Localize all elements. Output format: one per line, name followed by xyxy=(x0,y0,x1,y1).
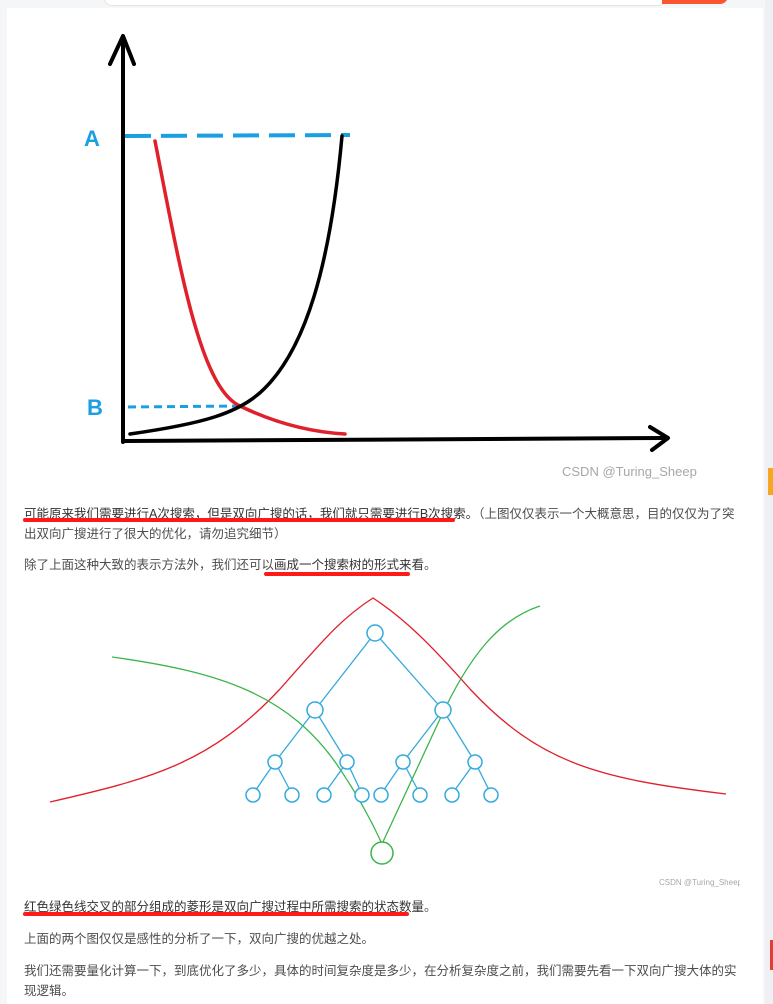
sidebar-tab-marker[interactable] xyxy=(768,468,773,495)
search-input[interactable] xyxy=(104,0,666,6)
tree-node-leaf xyxy=(316,787,332,803)
tree-node-leaf xyxy=(354,787,370,803)
tree-node-l2 xyxy=(339,754,355,770)
tree-node-leaf xyxy=(245,787,261,803)
tree-node-l1-left xyxy=(306,701,324,719)
target-node xyxy=(370,841,394,865)
tree-node-root xyxy=(366,624,384,642)
label-a: A xyxy=(84,126,100,151)
paragraph-3-highlight: 红色绿色线交叉的部分组成的菱形是双向广搜过程中所需搜索的状态数量 xyxy=(24,900,425,914)
red-decreasing-curve xyxy=(153,139,347,436)
paragraph-2-highlight: 画成一个搜索树的形式来看 xyxy=(274,558,425,572)
paragraph-3: 红色绿色线交叉的部分组成的菱形是双向广搜过程中所需搜索的状态数量。 xyxy=(24,897,744,917)
paragraph-4: 上面的两个图仅仅是感性的分析了一下，双向广搜的优越之处。 xyxy=(24,932,375,946)
tree-node-leaf xyxy=(284,787,300,803)
tree-edges xyxy=(252,632,492,795)
paragraph-1-rest: （上图仅仅表示一个大概意思，目的仅仅为了突出双向广搜进行了很大的优化，请勿追究细… xyxy=(24,507,735,541)
paragraph-1-highlight: 可能原来我们需要进行A次搜索，但是双向广搜的话，我们就只需要进行B次搜索。 xyxy=(24,507,479,521)
top-bar xyxy=(0,0,773,8)
search-button[interactable] xyxy=(662,0,728,4)
tree-node-leaf xyxy=(444,787,460,803)
underline-3 xyxy=(23,912,409,916)
underline-1 xyxy=(23,518,455,522)
underline-2 xyxy=(264,572,410,576)
paragraph-2: 除了上面这种大致的表示方法外，我们还可以画成一个搜索树的形式来看。 xyxy=(24,555,744,575)
figure-1-sketch: A B CSDN @Turing_Sheep xyxy=(84,34,697,479)
x-axis xyxy=(121,436,668,443)
figure-2-search-tree: CSDN @Turing_Sheep xyxy=(49,597,740,887)
dashed-line-a xyxy=(124,133,351,138)
right-sidebar-strip xyxy=(765,0,773,1004)
green-curve xyxy=(111,605,541,846)
tree-node-leaf xyxy=(412,787,428,803)
tree-node-leaf xyxy=(373,787,389,803)
paragraph-2-after: 。 xyxy=(424,558,437,572)
tree-node-leaf xyxy=(483,787,499,803)
red-curve xyxy=(49,597,727,803)
sidebar-tab-marker-red[interactable] xyxy=(770,940,773,970)
black-increasing-curve xyxy=(128,134,344,436)
tree-node-l2 xyxy=(267,754,283,770)
label-b: B xyxy=(87,395,103,420)
tree-node-l1-right xyxy=(434,701,452,719)
watermark-2: CSDN @Turing_Sheep xyxy=(659,878,740,887)
tree-node-l2 xyxy=(467,754,483,770)
tree-node-l2 xyxy=(395,754,411,770)
paragraph-2-before: 除了上面这种大致的表示方法外，我们还可以 xyxy=(24,558,275,572)
paragraph-3-after: 。 xyxy=(424,900,437,914)
y-axis-arrow xyxy=(108,34,136,66)
paragraph-1: 可能原来我们需要进行A次搜索，但是双向广搜的话，我们就只需要进行B次搜索。（上图… xyxy=(24,504,744,544)
dashed-line-b xyxy=(127,404,241,409)
x-axis-arrow xyxy=(648,425,670,452)
paragraph-5: 我们还需要量化计算一下，到底优化了多少，具体的时间复杂度是多少，在分析复杂度之前… xyxy=(24,964,737,998)
watermark: CSDN @Turing_Sheep xyxy=(562,464,697,479)
